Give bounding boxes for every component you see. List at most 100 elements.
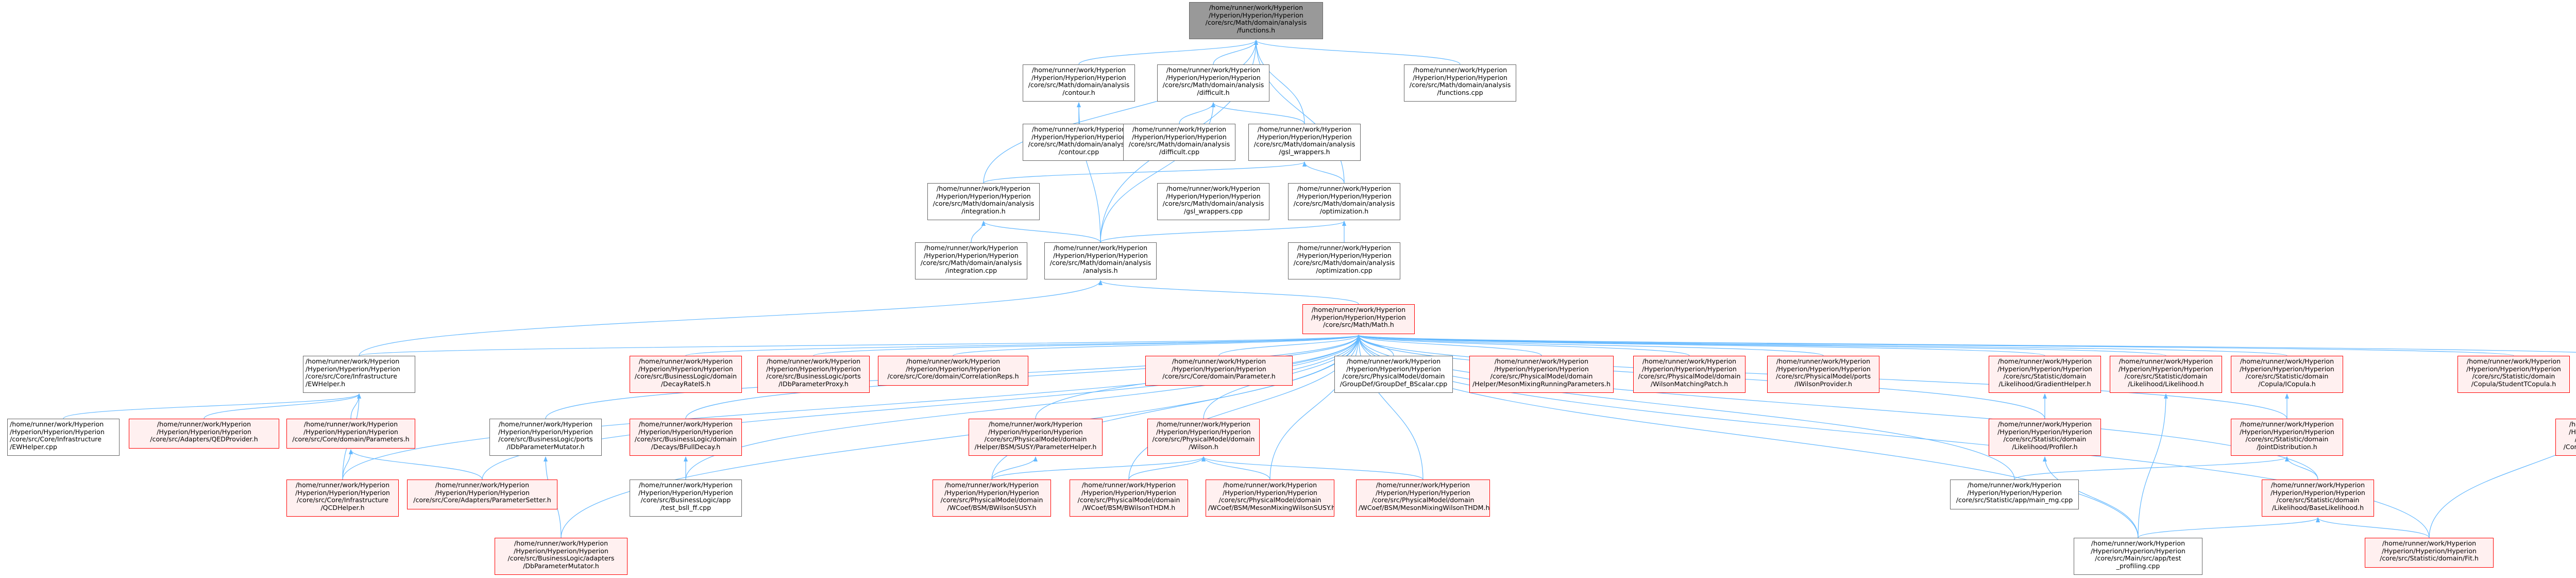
graph-node-profiling[interactable]: /home/runner/work/Hyperion /Hyperion/Hyp…	[2074, 538, 2202, 575]
node-label: /home/runner/work/Hyperion /Hyperion/Hyp…	[634, 420, 737, 451]
dependency-edge	[1357, 335, 1542, 356]
graph-node-gradienthelper[interactable]: /home/runner/work/Hyperion /Hyperion/Hyp…	[1989, 356, 2101, 393]
graph-node-wilsonhelper[interactable]: /home/runner/work/Hyperion /Hyperion/Hyp…	[969, 419, 1103, 456]
graph-node-wilsonthdm1[interactable]: /home/runner/work/Hyperion /Hyperion/Hyp…	[1070, 480, 1188, 517]
node-label: /home/runner/work/Hyperion /Hyperion/Hyp…	[292, 420, 410, 443]
graph-node-wilsonprovider[interactable]: /home/runner/work/Hyperion /Hyperion/Hyp…	[1767, 356, 1879, 393]
dependency-edge	[2429, 446, 2576, 538]
node-label: /home/runner/work/Hyperion /Hyperion/Hyp…	[1208, 481, 1334, 511]
dependency-edge	[1201, 456, 1423, 480]
node-label: /home/runner/work/Hyperion /Hyperion/Hyp…	[920, 244, 1022, 274]
node-label: /home/runner/work/Hyperion /Hyperion/Hyp…	[2380, 539, 2479, 563]
graph-node-integration-cpp[interactable]: /home/runner/work/Hyperion /Hyperion/Hyp…	[915, 242, 1027, 279]
dependency-edge	[1218, 335, 1361, 356]
node-label: /home/runner/work/Hyperion /Hyperion/Hyp…	[1997, 357, 2092, 388]
graph-node-jointdistribution[interactable]: /home/runner/work/Hyperion /Hyperion/Hyp…	[2231, 419, 2343, 456]
dependency-edge	[685, 335, 1361, 356]
graph-node-wilson-h[interactable]: /home/runner/work/Hyperion /Hyperion/Hyp…	[1147, 419, 1260, 456]
node-label: /home/runner/work/Hyperion /Hyperion/Hyp…	[1028, 125, 1130, 156]
node-label: /home/runner/work/Hyperion /Hyperion/Hyp…	[1997, 420, 2092, 451]
graph-node-wilsonsusy1[interactable]: /home/runner/work/Hyperion /Hyperion/Hyp…	[933, 480, 1051, 517]
graph-node-gsl-wrappers-h[interactable]: /home/runner/work/Hyperion /Hyperion/Hyp…	[1248, 124, 1361, 161]
dependency-edge	[1098, 280, 1359, 305]
dependency-edge	[359, 280, 1103, 356]
node-label: /home/runner/work/Hyperion /Hyperion/Hyp…	[1049, 244, 1151, 274]
node-label: /home/runner/work/Hyperion /Hyperion/Hyp…	[1028, 66, 1130, 96]
dependency-edge	[2043, 456, 2139, 538]
node-label: /home/runner/work/Hyperion /Hyperion/Hyp…	[306, 357, 400, 388]
node-label: /home/runner/work/Hyperion /Hyperion/Hyp…	[974, 420, 1097, 451]
dependency-edge	[981, 221, 1101, 243]
graph-node-likelihood-h[interactable]: /home/runner/work/Hyperion /Hyperion/Hyp…	[2110, 356, 2222, 393]
dependency-edge	[1254, 40, 1461, 65]
graph-node-qedprovider[interactable]: /home/runner/work/Hyperion /Hyperion/Hyp…	[129, 419, 279, 449]
node-label: /home/runner/work/Hyperion /Hyperion/Hyp…	[2270, 481, 2365, 511]
dependency-edge	[1357, 335, 2045, 356]
graph-node-decayrate[interactable]: /home/runner/work/Hyperion /Hyperion/Hyp…	[630, 356, 742, 393]
graph-node-core-parameters[interactable]: /home/runner/work/Hyperion /Hyperion/Hyp…	[286, 419, 415, 449]
graph-node-contour-h[interactable]: /home/runner/work/Hyperion /Hyperion/Hyp…	[1023, 64, 1135, 102]
dependency-edge	[2316, 517, 2430, 538]
dependency-edge	[983, 40, 1258, 184]
dependency-edge	[63, 393, 361, 419]
graph-node-correlationreps[interactable]: /home/runner/work/Hyperion /Hyperion/Hyp…	[878, 356, 1028, 386]
dependency-edge	[953, 335, 1361, 356]
node-label: /home/runner/work/Hyperion /Hyperion/Hyp…	[634, 357, 737, 388]
node-label: /home/runner/work/Hyperion /Hyperion/Hyp…	[766, 357, 861, 388]
node-label: /home/runner/work/Hyperion /Hyperion/Hyp…	[150, 420, 258, 443]
node-label: /home/runner/work/Hyperion /Hyperion/Hyp…	[1293, 185, 1395, 215]
graph-node-statisticfit[interactable]: /home/runner/work/Hyperion /Hyperion/Hyp…	[2365, 538, 2494, 568]
graph-node-qcdhelper[interactable]: /home/runner/work/Hyperion /Hyperion/Hyp…	[286, 480, 399, 517]
dependency-edge	[2014, 456, 2289, 480]
dependency-edge	[1357, 335, 1690, 356]
graph-node-mesonmixingrunning[interactable]: /home/runner/work/Hyperion /Hyperion/Hyp…	[1469, 356, 1614, 393]
graph-node-dbparametermutator-adapters[interactable]: /home/runner/work/Hyperion /Hyperion/Hyp…	[495, 538, 628, 575]
graph-node-parametersetter[interactable]: /home/runner/work/Hyperion /Hyperion/Hyp…	[407, 480, 557, 509]
graph-node-contour-cpp[interactable]: /home/runner/work/Hyperion /Hyperion/Hyp…	[1023, 124, 1135, 161]
graph-node-integration-h[interactable]: /home/runner/work/Hyperion /Hyperion/Hyp…	[927, 183, 1040, 220]
graph-node-main-mg[interactable]: /home/runner/work/Hyperion /Hyperion/Hyp…	[1950, 480, 2079, 509]
node-label: /home/runner/work/Hyperion /Hyperion/Hyp…	[10, 420, 105, 451]
graph-node-icopula[interactable]: /home/runner/work/Hyperion /Hyperion/Hyp…	[2231, 356, 2343, 393]
dependency-edge	[813, 335, 1361, 356]
graph-node-groupdef[interactable]: /home/runner/work/Hyperion /Hyperion/Hyp…	[1334, 356, 1453, 393]
graph-node-contourhpd[interactable]: /home/runner/work/Hyperion /Hyperion/Hyp…	[2555, 419, 2576, 456]
dependency-edge	[1100, 221, 1346, 243]
dependency-edge	[983, 161, 1307, 184]
graph-node-math-h[interactable]: /home/runner/work/Hyperion /Hyperion/Hyp…	[1302, 304, 1415, 334]
graph-node-optimization-h[interactable]: /home/runner/work/Hyperion /Hyperion/Hyp…	[1288, 183, 1400, 220]
node-label: /home/runner/work/Hyperion /Hyperion/Hyp…	[1311, 306, 1406, 329]
node-label: /home/runner/work/Hyperion /Hyperion/Hyp…	[933, 185, 1035, 215]
graph-node-studenttcopula[interactable]: /home/runner/work/Hyperion /Hyperion/Hyp…	[2458, 356, 2570, 393]
graph-node-dbproxy[interactable]: /home/runner/work/Hyperion /Hyperion/Hyp…	[757, 356, 870, 393]
graph-node-difficult-cpp[interactable]: /home/runner/work/Hyperion /Hyperion/Hyp…	[1123, 124, 1235, 161]
graph-node-wilsonmatchingpatch[interactable]: /home/runner/work/Hyperion /Hyperion/Hyp…	[1633, 356, 1745, 393]
dependency-edge	[1254, 40, 1345, 184]
node-label: /home/runner/work/Hyperion /Hyperion/Hyp…	[413, 481, 551, 504]
graph-node-baselikelihood[interactable]: /home/runner/work/Hyperion /Hyperion/Hyp…	[2262, 480, 2374, 517]
dependency-edge	[991, 456, 1038, 480]
graph-node-functions-cpp[interactable]: /home/runner/work/Hyperion /Hyperion/Hyp…	[1404, 64, 1516, 102]
graph-node-difficult-h[interactable]: /home/runner/work/Hyperion /Hyperion/Hyp…	[1157, 64, 1269, 102]
graph-node-analysis-h[interactable]: /home/runner/work/Hyperion /Hyperion/Hyp…	[1044, 242, 1157, 279]
graph-node-functions-h[interactable]: /home/runner/work/Hyperion /Hyperion/Hyp…	[1189, 2, 1323, 39]
dependency-edge	[350, 393, 361, 419]
graph-node-gsl-wrappers-cpp[interactable]: /home/runner/work/Hyperion /Hyperion/Hyp…	[1157, 183, 1269, 220]
dependency-edge	[1128, 456, 1206, 480]
graph-node-bfulldecay[interactable]: /home/runner/work/Hyperion /Hyperion/Hyp…	[630, 419, 742, 456]
dependency-edge	[359, 335, 1361, 356]
dependency-edge	[1201, 456, 1270, 480]
graph-node-wilsonsusy2[interactable]: /home/runner/work/Hyperion /Hyperion/Hyp…	[1206, 480, 1334, 517]
dependency-edge	[991, 456, 1206, 480]
graph-node-dbparametermutator-h[interactable]: /home/runner/work/Hyperion /Hyperion/Hyp…	[489, 419, 602, 456]
node-label: /home/runner/work/Hyperion /Hyperion/Hyp…	[295, 481, 390, 511]
graph-node-wilsonthdm2[interactable]: /home/runner/work/Hyperion /Hyperion/Hyp…	[1356, 480, 1490, 517]
graph-node-parameter-h[interactable]: /home/runner/work/Hyperion /Hyperion/Hyp…	[1145, 356, 1293, 386]
graph-node-optimization-cpp[interactable]: /home/runner/work/Hyperion /Hyperion/Hyp…	[1288, 242, 1400, 279]
graph-node-likelihoodprofiler[interactable]: /home/runner/work/Hyperion /Hyperion/Hyp…	[1989, 419, 2101, 456]
graph-node-ewhelper-h[interactable]: /home/runner/work/Hyperion /Hyperion/Hyp…	[303, 356, 415, 393]
graph-node-ewhelper-cpp[interactable]: /home/runner/work/Hyperion /Hyperion/Hyp…	[7, 419, 120, 456]
graph-node-test-bsll[interactable]: /home/runner/work/Hyperion /Hyperion/Hyp…	[630, 480, 742, 517]
node-label: /home/runner/work/Hyperion /Hyperion/Hyp…	[2091, 539, 2185, 570]
